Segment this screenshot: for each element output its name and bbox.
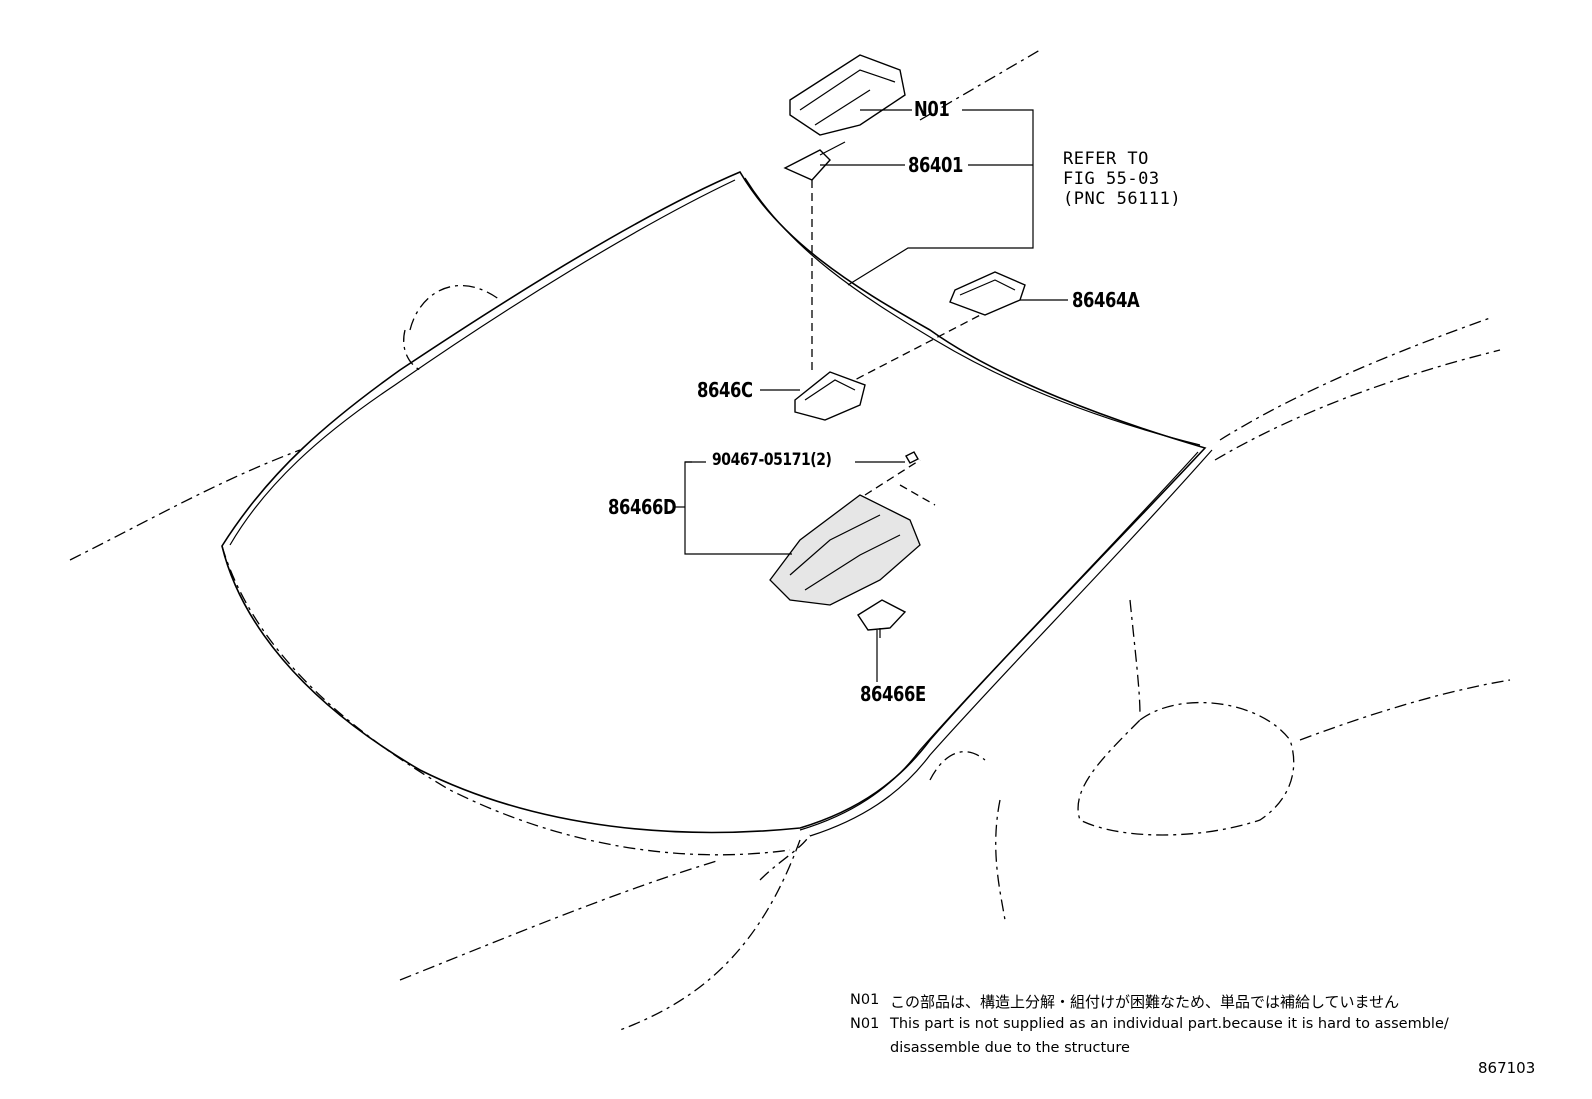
note-text-en-2: disassemble due to the structure [890,1040,1130,1056]
part-86464a-bracket [949,271,1026,316]
leader-n01-right [847,109,1034,286]
note-code-1: N01 [850,992,880,1008]
part-86466d-cover [769,494,921,606]
figure-id: 867103 [1478,1059,1536,1077]
fender-arch [929,751,986,781]
left-mirror-lower [403,329,421,371]
windshield-molding-right [744,177,1201,446]
callout-86401: 86401 [908,153,964,177]
callout-86464a: 86464A [1072,288,1140,312]
callout-86466d: 86466D [608,495,677,519]
fender-line [995,799,1006,921]
front-edge [759,834,811,881]
windshield-outer [221,170,1207,834]
roof-right-outline [1219,317,1491,441]
a-pillar-line [809,449,1213,837]
body-line [1129,599,1141,716]
roof-right-inner [1214,349,1501,461]
hood-edge [619,839,801,1031]
left-mirror [409,284,501,331]
alignment-line-3 [864,459,921,496]
alignment-line-2 [844,309,991,386]
callout-8646c: 8646C [697,378,753,402]
refer-line-3: (PNC 56111) [1063,189,1182,209]
windshield-molding-a-pillar [799,451,1199,831]
callout-90467: 90467-05171(2) [712,450,832,470]
part-86466e-bracket [857,599,907,638]
callout-n01: N01 [914,97,950,121]
part-8646c-bracket [794,371,866,421]
leader-86466d [684,461,792,555]
alignment-line-4 [899,484,936,506]
hood-left-outline [69,449,301,561]
cowl-outline [221,545,791,856]
callout-86466e: 86466E [860,682,926,706]
part-86401-sensor [783,141,846,181]
refer-line-1: REFER TO [1063,149,1149,169]
note-text-ja: この部品は、構造上分解・組付けが困難なため、単品では補給していません [890,993,1400,1011]
note-code-2: N01 [850,1016,880,1032]
door-line [1299,679,1511,741]
windshield-molding [229,179,736,546]
hood-bottom-outline [399,859,721,981]
part-n01-bracket [789,54,906,136]
note-text-en-1: This part is not supplied as an individu… [890,1016,1449,1032]
refer-line-2: FIG 55-03 [1063,169,1160,189]
right-mirror [1077,702,1295,836]
roof-outline [919,49,1041,121]
part-90467-clip [905,451,919,464]
